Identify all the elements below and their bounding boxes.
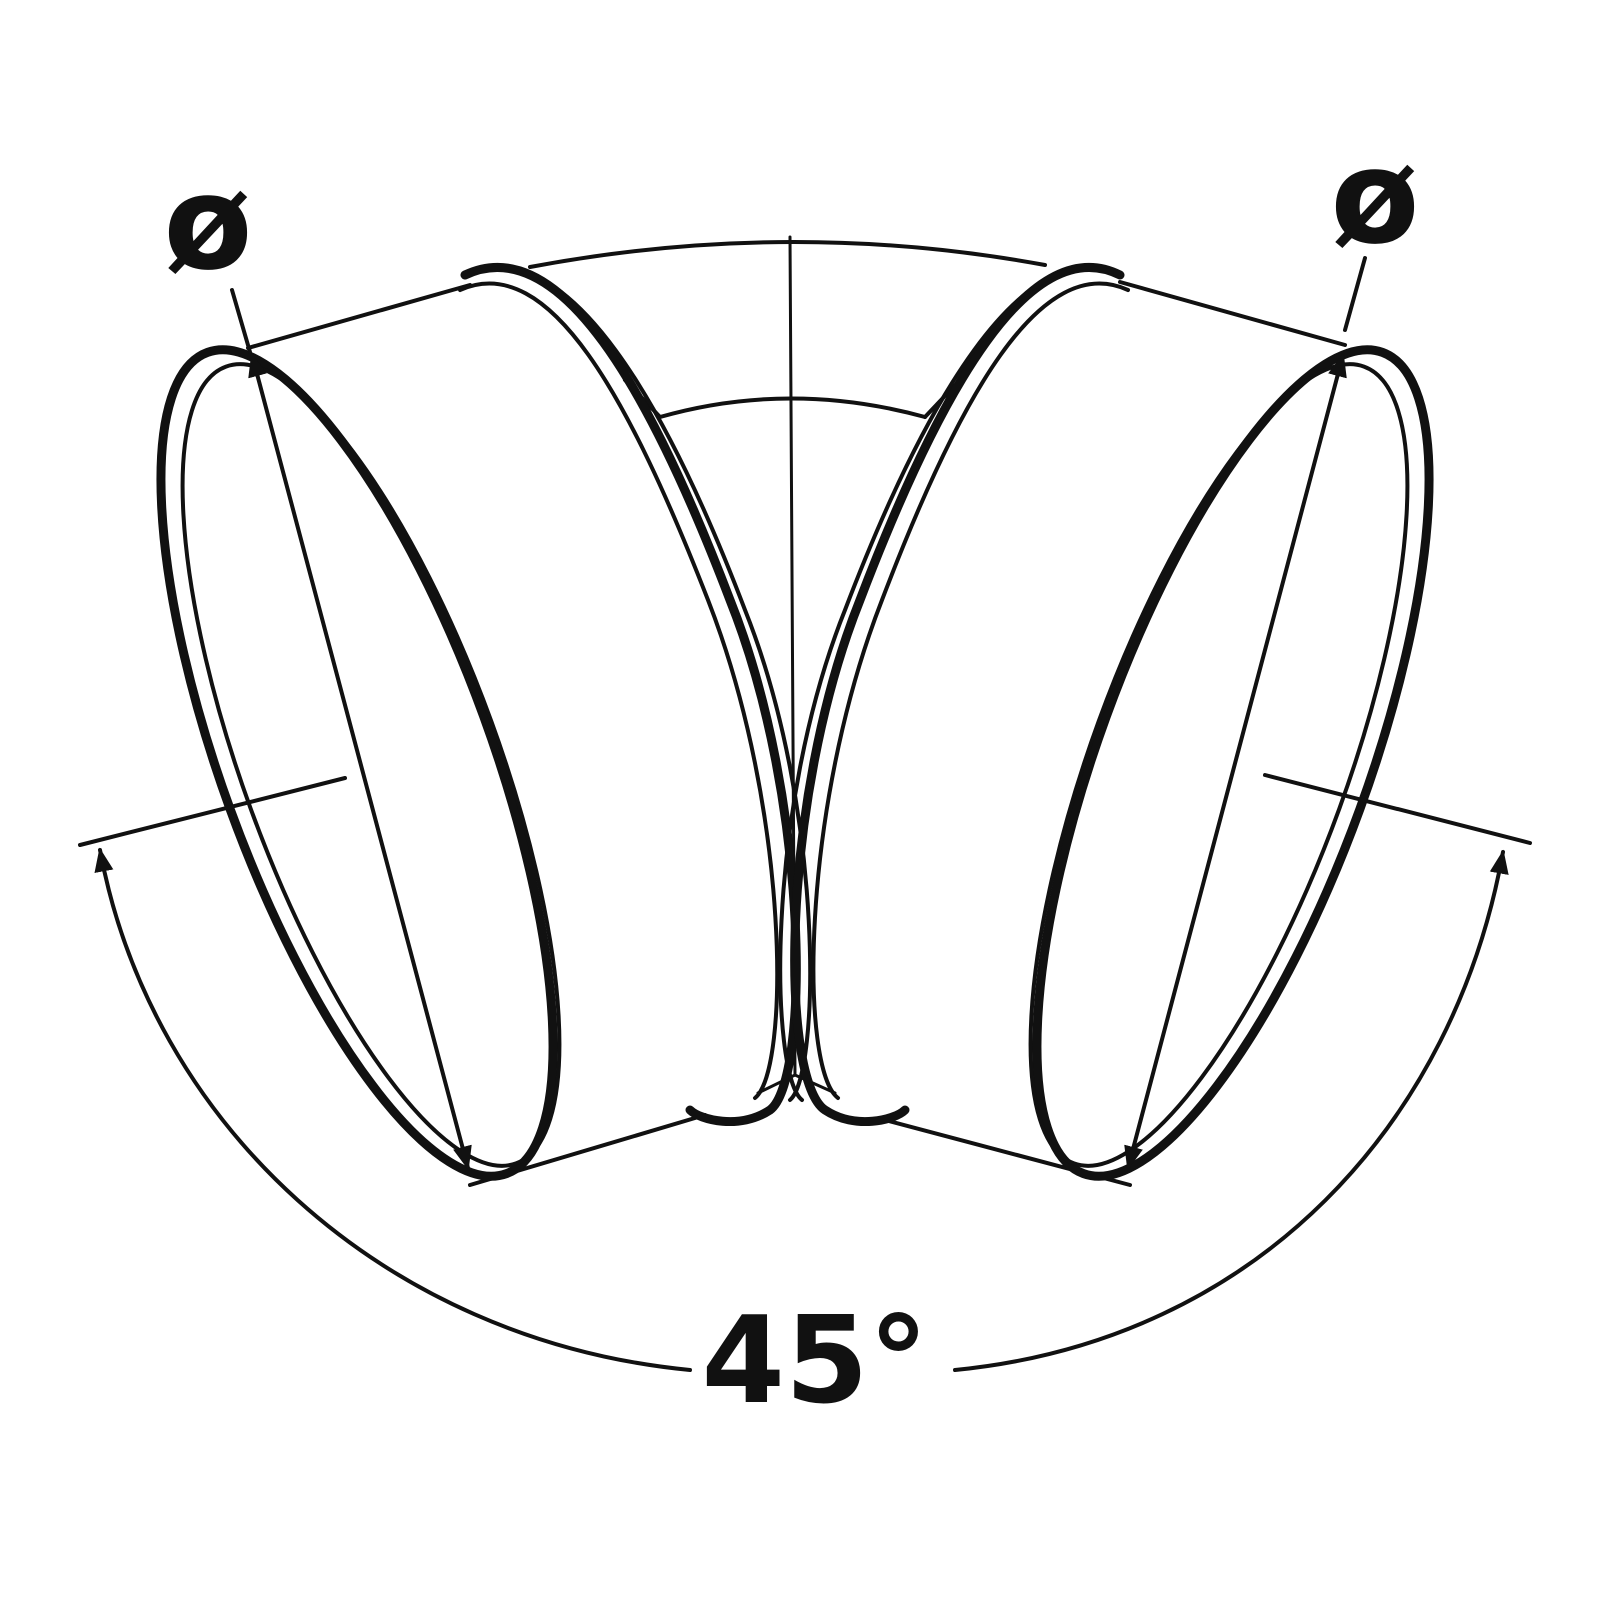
left-diameter-arrow (248, 352, 472, 1171)
right-pipe-outer-rim (1032, 345, 1434, 1181)
left-pipe (156, 283, 707, 1187)
angle-extension-lines (78, 773, 1532, 847)
right-pipe (883, 280, 1434, 1187)
left-pipe-inner-rim (180, 362, 562, 1168)
left-diameter-symbol: ø (163, 147, 252, 299)
angle-arc (94, 847, 1509, 1372)
right-pipe-inner-rim (1028, 362, 1410, 1168)
right-diameter-symbol: ø (1330, 121, 1419, 273)
left-bead-ring (458, 263, 813, 1127)
angle-label: 45° (702, 1292, 929, 1431)
right-bead-ring (778, 263, 1130, 1127)
right-diameter-arrow (1124, 352, 1347, 1171)
left-pipe-outer-rim (156, 345, 558, 1181)
left-diameter-dimension (230, 288, 472, 1171)
right-diameter-dimension (1124, 256, 1367, 1171)
